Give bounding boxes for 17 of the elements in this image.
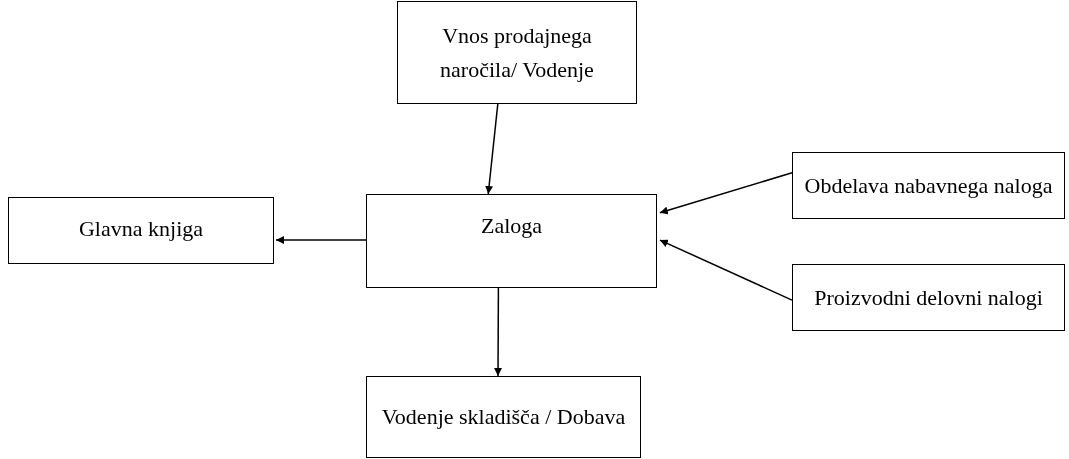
box-label: Glavna knjiga [79,215,203,243]
arrow [659,172,793,215]
box-label: Vnos prodajnega naročila/ Vodenje [439,21,595,84]
process-box [397,1,637,104]
arrow [494,287,503,377]
arrow [659,239,793,301]
box-label: Vodenje skladišča / Dobava [381,403,626,431]
process-box [366,194,657,288]
arrow [485,103,499,195]
process-box [366,376,641,458]
box-label: Obdelava nabavnega naloga [804,171,1053,200]
box-label: Zaloga [480,212,543,240]
process-box [792,264,1065,331]
box-label: Proizvodni delovni nalogi [814,283,1043,312]
process-box [792,152,1065,219]
arrow [275,236,367,245]
process-box [8,197,274,264]
